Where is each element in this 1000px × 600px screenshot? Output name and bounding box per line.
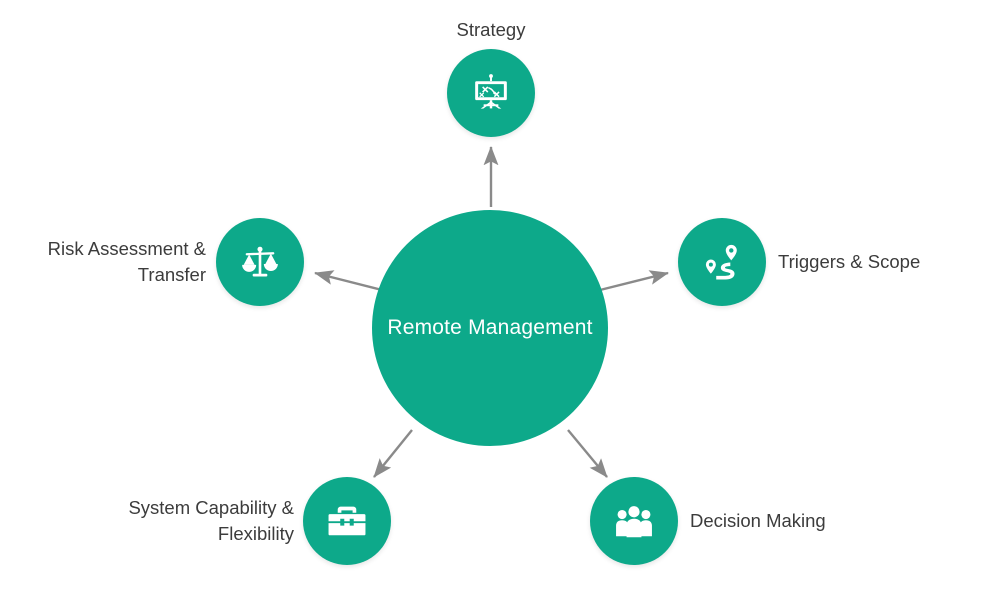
people-group-icon (613, 500, 655, 542)
connector-hub-to-triggers-scope (595, 270, 669, 293)
connector-hub-to-system-capability-flexibility (373, 429, 413, 478)
node-system-capability-flexibility[interactable] (303, 477, 391, 565)
balance-scale-icon (239, 241, 281, 283)
connector-hub-to-decision-making (567, 429, 608, 478)
route-pins-icon (701, 241, 743, 283)
node-label-system-capability-flexibility: System Capability & Flexibility (128, 497, 294, 544)
node-triggers-scope[interactable] (678, 218, 766, 306)
toolbox-icon (326, 500, 368, 542)
hub-label: Remote Management (387, 316, 593, 340)
connector-hub-to-risk-assessment-transfer (314, 270, 387, 293)
hub-remote-management[interactable]: Remote Management (372, 210, 608, 446)
node-label-triggers-scope: Triggers & Scope (778, 251, 921, 272)
node-label-decision-making: Decision Making (690, 510, 826, 531)
node-decision-making[interactable] (590, 477, 678, 565)
node-strategy[interactable] (447, 49, 535, 137)
strategy-board-icon (470, 72, 512, 114)
node-label-strategy: Strategy (456, 19, 526, 40)
node-risk-assessment-transfer[interactable] (216, 218, 304, 306)
node-label-risk-assessment-transfer: Risk Assessment & Transfer (47, 238, 206, 285)
